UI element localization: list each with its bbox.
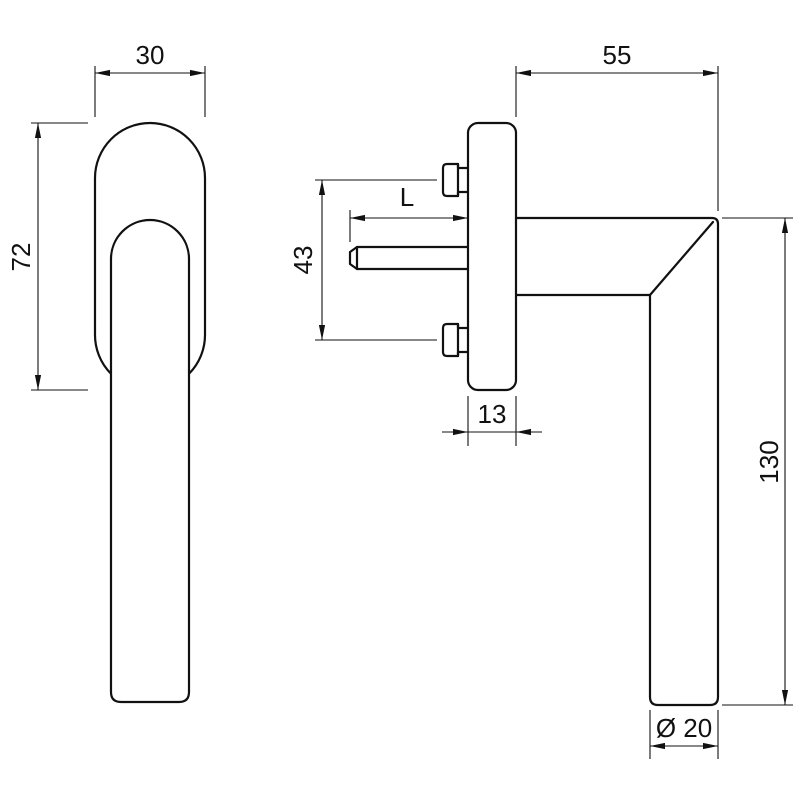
rosette-side-plate xyxy=(466,121,518,392)
grip-front-outline xyxy=(109,218,191,704)
dim-dia20-label: Ø 20 xyxy=(656,713,712,743)
dimensions: 30 72 55 L 43 13 130 xyxy=(6,40,793,759)
screw-top xyxy=(441,162,470,198)
dim-L-label: L xyxy=(400,182,414,212)
side-view xyxy=(348,121,720,707)
dim-55-label: 55 xyxy=(603,40,632,70)
screw-bottom xyxy=(441,322,470,358)
dim-72-label: 72 xyxy=(6,243,36,272)
spindle-side xyxy=(348,245,470,271)
handle-side-outline xyxy=(514,216,720,707)
dim-130-label: 130 xyxy=(754,440,784,483)
dim-13-label: 13 xyxy=(478,399,507,429)
dim-43-label: 43 xyxy=(288,246,318,275)
dim-30-label: 30 xyxy=(136,40,165,70)
handle-miter-line xyxy=(648,220,715,297)
front-view xyxy=(93,121,207,704)
